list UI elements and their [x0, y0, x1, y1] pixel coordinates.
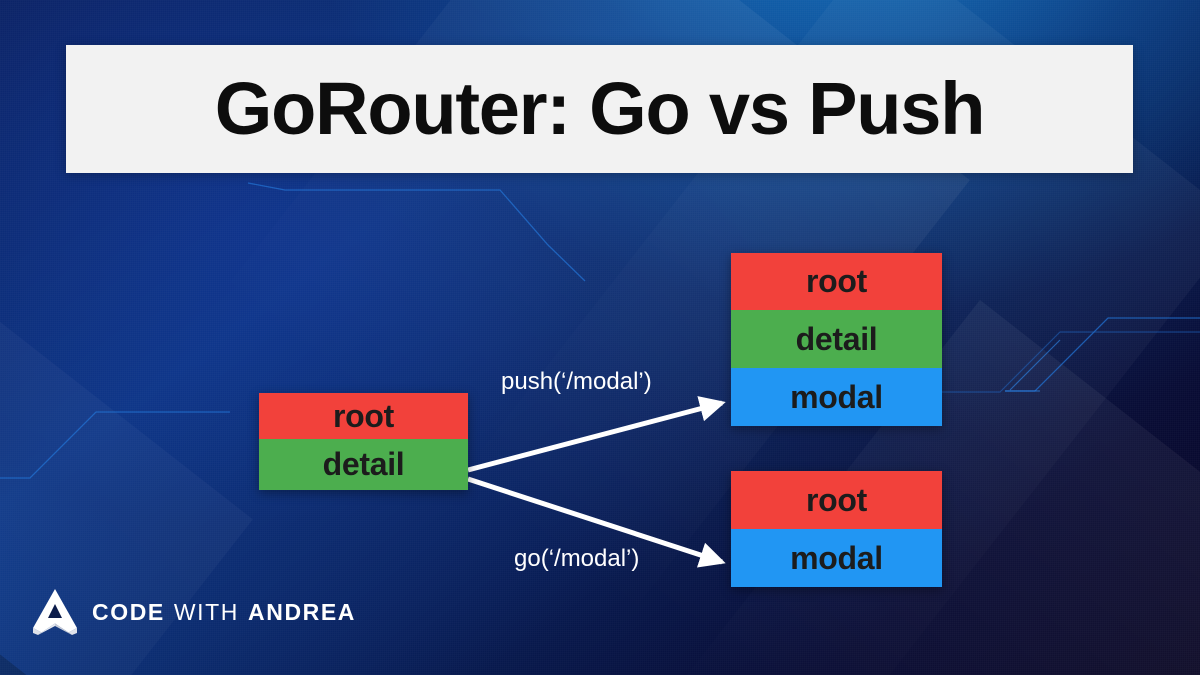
- andrea-arrow-logo-icon: [33, 589, 77, 635]
- brand-logo: CODE WITH ANDREA: [32, 588, 356, 636]
- stack-layer-root: root: [259, 393, 468, 439]
- stack-layer-detail: detail: [731, 310, 942, 368]
- stack-layer-label: root: [805, 481, 867, 518]
- stack-layer-modal: modal: [731, 529, 942, 587]
- stack-layer-label: modal: [790, 378, 883, 415]
- push-result-stack: root detail modal: [731, 253, 942, 426]
- push-arrow-label: push(‘/modal’): [501, 368, 652, 395]
- brand-wordmark: CODE WITH ANDREA: [92, 599, 356, 626]
- stack-layer-root: root: [731, 471, 942, 529]
- stack-layer-label: modal: [790, 539, 883, 576]
- stack-layer-root: root: [731, 253, 942, 310]
- push-arrow-line: [467, 396, 726, 473]
- page-title: GoRouter: Go vs Push: [214, 67, 986, 150]
- brand-word-with: WITH: [173, 598, 240, 625]
- background-facet-5: [0, 420, 252, 675]
- stack-layer-modal: modal: [731, 368, 942, 426]
- stack-layer-label: detail: [795, 320, 878, 357]
- initial-stack: root detail: [259, 393, 468, 490]
- stack-layer-label: root: [805, 263, 867, 299]
- stack-layer-label: root: [332, 397, 394, 434]
- go-result-stack: root modal: [731, 471, 942, 587]
- stack-layer-label: detail: [322, 446, 405, 482]
- brand-word-andrea: ANDREA: [248, 598, 357, 625]
- stack-layer-detail: detail: [259, 439, 468, 490]
- title-banner: GoRouter: Go vs Push: [66, 45, 1133, 173]
- brand-word-code: CODE: [92, 598, 165, 625]
- go-arrow-label: go(‘/modal’): [514, 545, 640, 572]
